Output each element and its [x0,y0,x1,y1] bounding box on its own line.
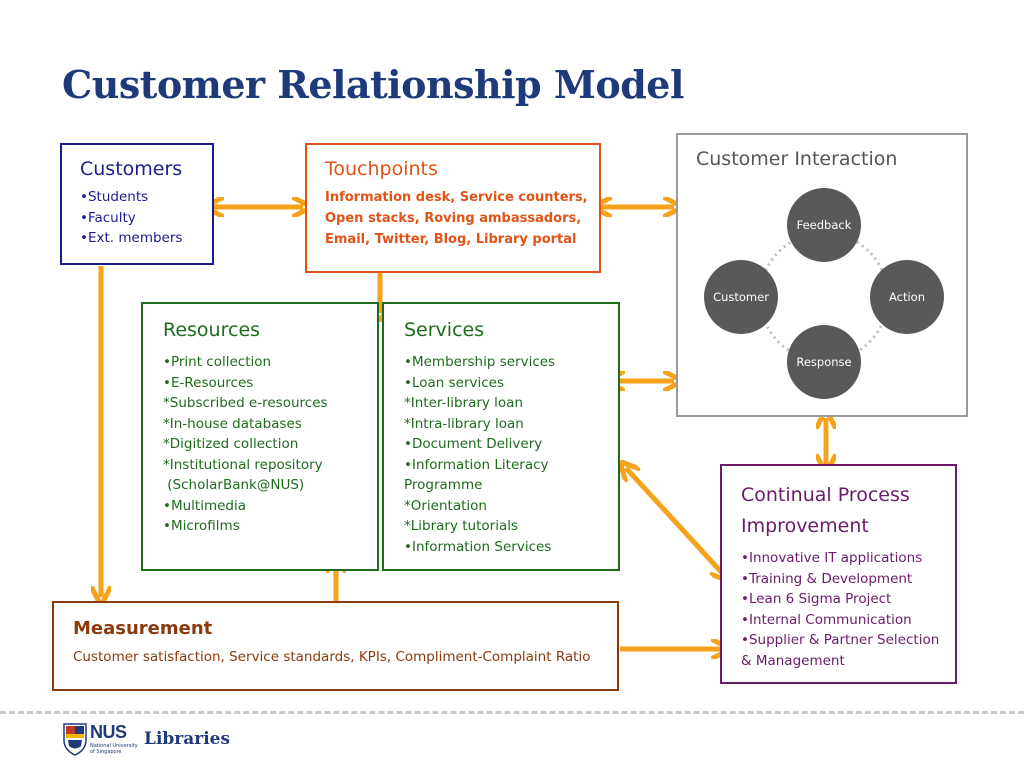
resources-list: •Print collection •E-Resources *Subscrib… [163,352,377,537]
resources-title: Resources [163,319,261,341]
list-item: •Faculty [80,209,136,226]
services-box: Services •Membership services •Loan serv… [382,302,620,571]
list-item: •Innovative IT applications [741,550,923,566]
improvement-title-line1: Continual Process [741,484,910,506]
list-item: *Subscribed e-resources [163,395,328,411]
list-item: *Digitized collection [163,436,299,452]
list-item: •Internal Communication [741,611,912,628]
list-item: *Library tutorials [404,518,519,534]
measurement-text: Customer satisfaction, Service standards… [73,649,591,665]
list-item: & Management [741,652,845,669]
cycle-node-response [787,325,861,399]
interaction-cycle-diagram: Feedback Action Response Customer [704,188,944,399]
touchpoints-title: Touchpoints [325,158,438,180]
list-item: •Supplier & Partner Selection [741,632,940,648]
nus-crest-icon [63,723,87,756]
list-item: •E-Resources [163,374,254,391]
list-item: •Document Delivery [404,436,543,452]
list-item: •Students [80,189,149,205]
list-item: •Information Literacy [404,456,549,473]
cycle-label-customer: Customer [713,290,769,304]
nus-libraries-logo: NUS National University of Singapore Lib… [62,722,262,758]
libraries-label: Libraries [144,729,231,749]
customers-title: Customers [80,158,183,180]
measurement-box: Measurement Customer satisfaction, Servi… [52,601,619,691]
footer-divider [0,711,1024,714]
list-item: •Information Services [404,538,552,555]
cycle-node-feedback [787,188,861,262]
customer-interaction-box: Customer Interaction Feedback Action Res… [676,133,968,417]
list-item: •Loan services [404,374,505,391]
improvement-list: •Innovative IT applications •Training & … [741,548,955,671]
list-item: *Inter-library loan [404,395,524,411]
cycle-node-action [870,260,944,334]
customers-list: •Students •Faculty •Ext. members [80,187,212,249]
interaction-title: Customer Interaction [696,148,898,170]
nus-logo-text: NUS [90,722,127,742]
cycle-node-customer [704,260,778,334]
cycle-label-response: Response [796,355,851,369]
customers-box: Customers •Students •Faculty •Ext. membe… [60,143,214,265]
services-list: •Membership services •Loan services *Int… [404,352,618,557]
cycle-label-action: Action [889,290,925,304]
touchpoints-text: Information desk, Service counters, Open… [325,190,588,247]
list-item: •Microfilms [163,518,240,534]
list-item: •Multimedia [163,497,247,514]
resources-box: Resources •Print collection •E-Resources… [141,302,379,571]
services-title: Services [404,319,485,341]
list-item: Programme [404,477,483,493]
cycle-label-feedback: Feedback [797,218,852,232]
process-improvement-box: Continual Process Improvement •Innovativ… [720,464,957,684]
list-item: •Ext. members [80,230,183,246]
list-item: (ScholarBank@NUS) [163,477,305,493]
measurement-title: Measurement [73,618,213,639]
list-item: •Print collection [163,354,272,370]
list-item: •Training & Development [741,570,913,587]
touchpoints-box: Touchpoints Information desk, Service co… [305,143,601,273]
list-item: *Institutional repository [163,456,323,473]
list-item: *Intra-library loan [404,415,524,432]
nus-logo-subtext: National University of Singapore [90,743,138,755]
page-title: Customer Relationship Model [62,62,684,107]
improvement-title-line2: Improvement [741,515,869,537]
list-item: •Lean 6 Sigma Project [741,591,892,607]
list-item: *In-house databases [163,415,302,432]
list-item: *Orientation [404,497,487,514]
list-item: •Membership services [404,354,556,370]
arrow-services-improvement [626,468,724,575]
